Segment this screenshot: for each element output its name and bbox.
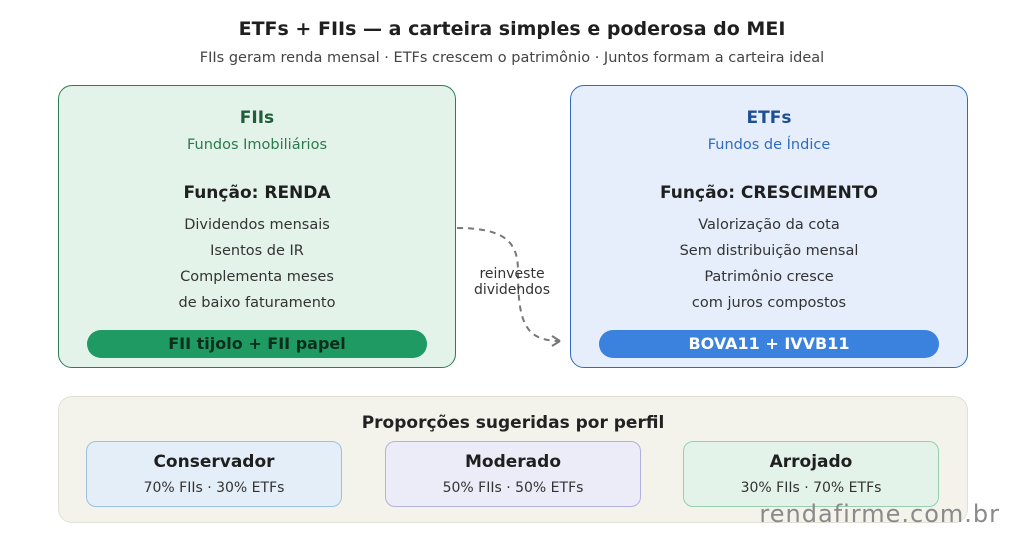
fii-feature: Dividendos mensais <box>184 217 330 233</box>
profile-name: Moderado <box>465 452 561 472</box>
profile-allocation: 30% FIIs · 70% ETFs <box>740 480 882 496</box>
reinvest-label-line: reinveste <box>479 266 545 282</box>
fii-function: Função: RENDA <box>183 183 331 203</box>
profile-arrojado: Arrojado 30% FIIs · 70% ETFs <box>683 441 939 507</box>
profile-name: Arrojado <box>769 452 853 472</box>
etf-feature: com juros compostos <box>691 295 847 311</box>
fii-feature: de baixo faturamento <box>178 295 336 311</box>
fii-feature: Isentos de IR <box>210 243 304 259</box>
diagram-subtitle: FIIs geram renda mensal · ETFs crescem o… <box>199 50 825 66</box>
etf-feature: Sem distribuição mensal <box>679 243 859 259</box>
profiles-title: Proporções sugeridas por perfil <box>361 413 665 433</box>
fii-feature: Complementa meses <box>180 269 334 285</box>
profile-conservador: Conservador 70% FIIs · 30% ETFs <box>86 441 342 507</box>
etf-features: Valorização da cota Sem distribuição men… <box>571 212 967 316</box>
fii-features: Dividendos mensais Isentos de IR Complem… <box>59 212 455 316</box>
fii-card-subtitle: Fundos Imobiliários <box>186 137 328 153</box>
etf-card-subtitle: Fundos de Índice <box>707 137 831 153</box>
profile-allocation: 50% FIIs · 50% ETFs <box>442 480 584 496</box>
fii-card: FIIs Fundos Imobiliários Função: RENDA D… <box>58 85 456 368</box>
reinvest-arrowhead-icon <box>551 335 561 347</box>
etf-function: Função: CRESCIMENTO <box>660 183 878 203</box>
watermark: rendafirme.com.br <box>759 500 1000 528</box>
etf-card: ETFs Fundos de Índice Função: CRESCIMENT… <box>570 85 968 368</box>
fii-examples-pill: FII tijolo + FII papel <box>87 330 427 358</box>
etf-feature: Patrimônio cresce <box>704 269 834 285</box>
etf-feature: Valorização da cota <box>698 217 840 233</box>
profile-moderado: Moderado 50% FIIs · 50% ETFs <box>385 441 641 507</box>
reinvest-arrow-path <box>456 227 561 342</box>
profile-allocation: 70% FIIs · 30% ETFs <box>143 480 285 496</box>
fii-card-title: FIIs <box>239 108 275 128</box>
profiles-panel: Proporções sugeridas por perfil Conserva… <box>58 396 968 523</box>
etf-card-title: ETFs <box>746 108 792 128</box>
diagram-title: ETFs + FIIs — a carteira simples e poder… <box>238 18 786 40</box>
profile-name: Conservador <box>153 452 275 472</box>
reinvest-label-line: dividendos <box>473 282 551 298</box>
etf-examples-pill: BOVA11 + IVVB11 <box>599 330 939 358</box>
reinvest-label: reinveste dividendos <box>462 266 562 298</box>
